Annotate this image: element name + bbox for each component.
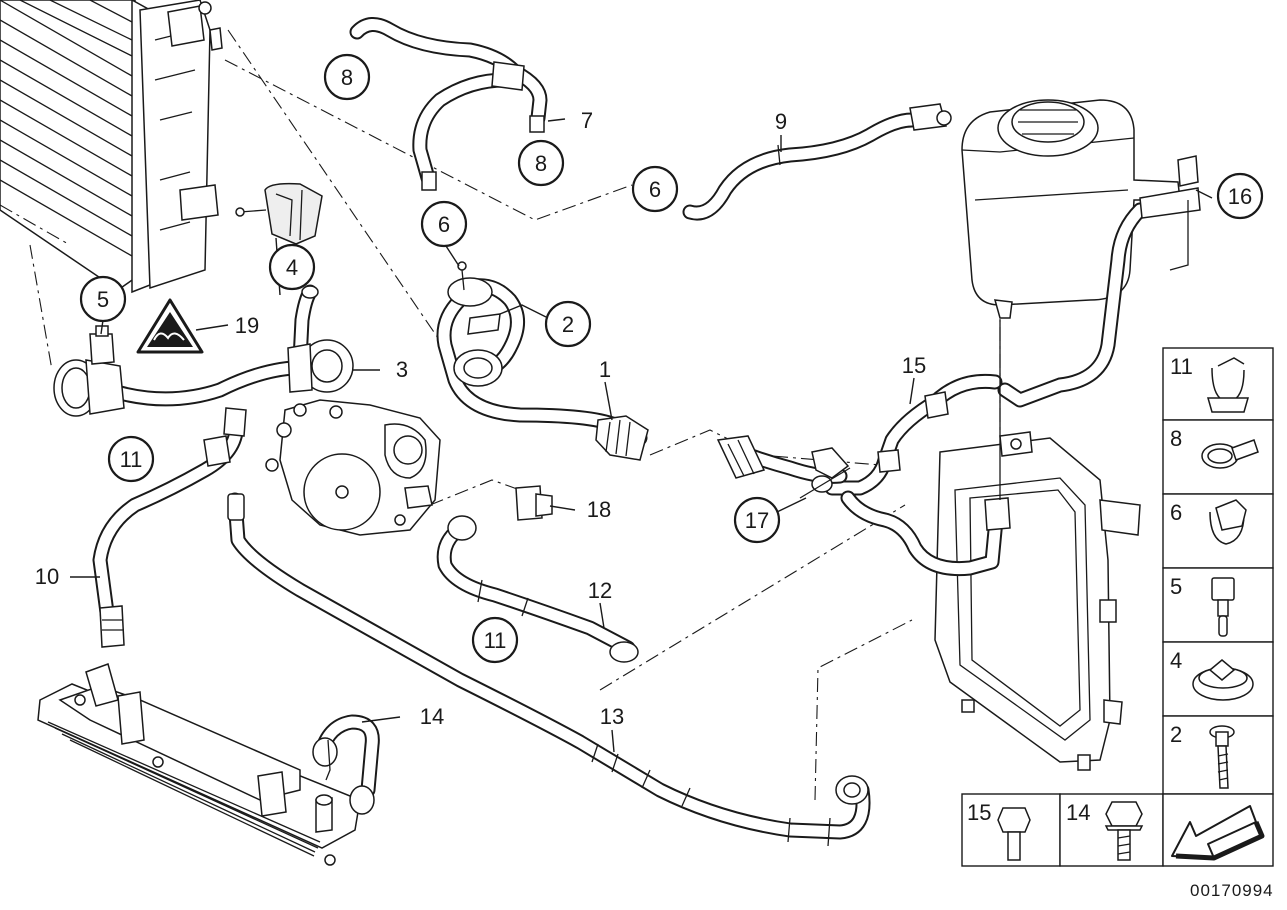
plug-16: [515, 485, 553, 521]
svg-text:2: 2: [562, 312, 574, 337]
callout-17: 12: [588, 578, 612, 603]
callout-15: 17: [733, 496, 781, 544]
svg-text:19: 19: [235, 313, 259, 338]
hose-17: [436, 515, 639, 663]
hose-2: [447, 261, 525, 387]
svg-text:17: 17: [745, 508, 769, 533]
auxiliary-radiator: [934, 431, 1141, 771]
hose-14: [997, 187, 1201, 408]
svg-text:11: 11: [120, 447, 143, 472]
callout-16: 18: [587, 497, 611, 522]
legend-item-14: 14: [1066, 800, 1090, 825]
svg-text:15: 15: [902, 353, 926, 378]
oil-cooler: [37, 663, 361, 866]
hose-8-upper: [349, 17, 548, 191]
svg-text:11: 11: [484, 628, 507, 653]
svg-text:10: 10: [35, 564, 59, 589]
hose-15: [716, 435, 851, 499]
callout-11a: 11: [107, 435, 155, 483]
hose-12: [312, 714, 380, 815]
legend-item-5: 5: [1170, 574, 1182, 599]
svg-text:6: 6: [438, 212, 450, 237]
callout-11b: 11: [471, 616, 519, 664]
warning-label-19: [136, 298, 204, 354]
radiator: [0, 0, 223, 294]
svg-text:18: 18: [587, 497, 611, 522]
svg-text:1: 1: [599, 357, 611, 382]
callout-19: 19: [235, 313, 259, 338]
svg-text:12: 12: [588, 578, 612, 603]
legend-bottom: 15 14: [961, 793, 1274, 867]
clamp-4: [235, 182, 323, 245]
svg-text:8: 8: [341, 65, 353, 90]
svg-text:8: 8: [535, 151, 547, 176]
svg-text:6: 6: [649, 177, 661, 202]
legend-item-6: 6: [1170, 500, 1182, 525]
callout-13: 15: [902, 353, 926, 378]
document-number: 00170994: [1190, 881, 1274, 900]
callout-14: 16: [1216, 172, 1264, 220]
callout-9: 9: [775, 109, 787, 134]
svg-text:3: 3: [396, 357, 408, 382]
callout-3: 3: [396, 357, 408, 382]
svg-text:14: 14: [420, 704, 444, 729]
callout-4: 4: [268, 243, 316, 291]
callout-2: 2: [544, 300, 592, 348]
callout-5: 5: [79, 275, 127, 323]
hose-18: [227, 492, 871, 847]
hose-aux-radiator: [840, 320, 1011, 577]
svg-text:7: 7: [581, 108, 593, 133]
legend-item-11: 11: [1170, 354, 1193, 379]
svg-text:16: 16: [1228, 184, 1252, 209]
legend-side: 11 8 6 5 4 2: [1162, 347, 1274, 795]
callout-6b: 6: [631, 165, 679, 213]
callout-10: 10: [35, 564, 59, 589]
svg-text:9: 9: [775, 109, 787, 134]
legend-item-4: 4: [1170, 648, 1182, 673]
callout-18: 13: [600, 704, 624, 729]
callout-8b: 8: [517, 139, 565, 187]
hose-10: [92, 407, 247, 648]
legend-item-15: 15: [967, 800, 991, 825]
hose-13: [824, 373, 1003, 496]
svg-text:5: 5: [97, 287, 109, 312]
hose-3: [53, 284, 354, 417]
legend-item-8: 8: [1170, 426, 1182, 451]
callout-1: 1: [599, 357, 611, 382]
callout-6a: 6: [420, 200, 468, 248]
callout-7: 7: [581, 108, 593, 133]
svg-text:4: 4: [286, 255, 298, 280]
hose-9: [682, 103, 952, 221]
water-pump: [265, 399, 441, 536]
callout-8a: 8: [323, 53, 371, 101]
callout-12: 14: [420, 704, 444, 729]
svg-text:13: 13: [600, 704, 624, 729]
legend-item-2: 2: [1170, 722, 1182, 747]
hose-1: [436, 292, 649, 461]
